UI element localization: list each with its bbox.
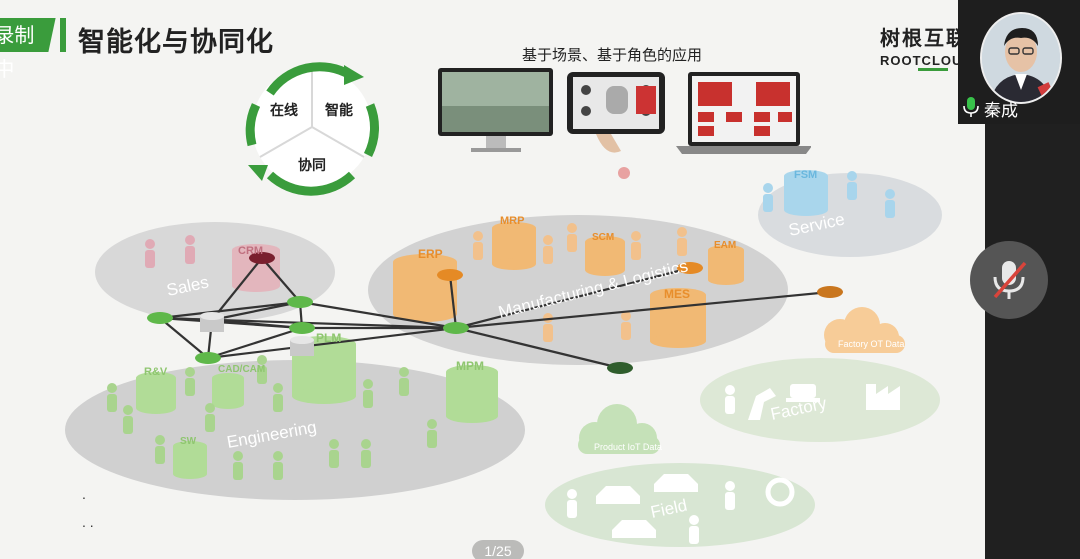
cycle-online-label: 在线	[270, 103, 298, 119]
mes-label: MES	[664, 287, 690, 301]
scm-label: SCM	[592, 232, 614, 243]
participant-avatar	[980, 12, 1062, 104]
cycle-diagram	[245, 62, 379, 196]
participant-name: 秦成	[984, 101, 1018, 121]
factory-ot-cloud-icon	[824, 307, 905, 353]
erp-database-icon	[393, 254, 457, 322]
fsm-label: FSM	[794, 169, 817, 181]
dot-marker: . .	[82, 514, 94, 530]
slide-title: 智能化与协同化	[78, 27, 274, 58]
factory-ot-label: Factory OT Data	[838, 339, 904, 349]
network-nodes	[147, 252, 843, 374]
sales-node-2	[287, 296, 313, 308]
plm-label: PLM	[316, 331, 341, 345]
product-iot-label: Product IoT Data	[594, 442, 662, 452]
eam-label: EAM	[714, 240, 736, 251]
logo-chinese: 树根互联	[880, 26, 968, 50]
hub-node	[443, 322, 469, 334]
laptop-icon	[676, 72, 811, 154]
rv-database-icon	[136, 372, 176, 414]
grey-db-node-1	[200, 312, 224, 332]
sw-label: SW	[180, 436, 197, 447]
mrp-database-icon	[492, 222, 536, 270]
mes-node	[677, 262, 703, 274]
network-diagram: CRM ERP MRP SCM EAM MES PLM MPM R&V CAD/…	[65, 169, 942, 547]
recording-badge-text: 录制中	[0, 23, 35, 81]
sw-database-icon	[173, 441, 207, 479]
logo-underline	[918, 68, 948, 71]
erp-node	[437, 269, 463, 281]
tablet-icon	[567, 72, 665, 153]
crm-node	[249, 252, 275, 264]
scenario-label: 基于场景、基于角色的应用	[522, 46, 703, 64]
fsm-database-icon	[784, 170, 828, 216]
engineering-people-icons	[107, 355, 437, 480]
rv-label: R&V	[144, 366, 168, 378]
erp-label: ERP	[418, 247, 443, 261]
factory-icons	[725, 384, 900, 420]
crm-label: CRM	[238, 245, 263, 257]
mes-database-icon	[650, 288, 706, 348]
mrp-label: MRP	[500, 215, 524, 227]
logo-english: ROOTCLOUD	[880, 53, 973, 68]
dot-marker: .	[82, 486, 86, 502]
product-iot-cloud-icon	[578, 404, 660, 454]
scm-database-icon	[585, 236, 625, 276]
plm-node	[289, 322, 315, 334]
sales-node-1	[147, 312, 173, 324]
eam-database-icon	[708, 245, 744, 285]
presentation-slide: 录制中 智能化与协同化 树根互联 ROOTCLOUD 基于场景、基于角色的应用 …	[0, 0, 985, 559]
mpm-label: MPM	[456, 359, 484, 373]
cadcam-database-icon	[212, 373, 244, 409]
service-people-icons	[763, 171, 895, 218]
recording-badge: 录制中	[0, 18, 56, 81]
title-accent-bar	[60, 18, 66, 52]
manufacturing-people-icons	[473, 223, 687, 342]
monitor-icon	[438, 68, 553, 152]
mouse-cursor-icon	[618, 167, 630, 179]
field-node	[607, 362, 633, 374]
mute-button[interactable]	[970, 241, 1048, 319]
cycle-collab-label: 协同	[298, 158, 326, 174]
mpm-database-icon	[446, 365, 498, 423]
field-ellipse	[545, 463, 815, 547]
field-icons	[567, 474, 795, 544]
grey-db-node-2	[290, 336, 314, 356]
company-logo: 树根互联 ROOTCLOUD	[880, 22, 973, 71]
cycle-smart-label: 智能	[325, 103, 353, 119]
devices-illustration	[438, 68, 811, 154]
cadcam-label: CAD/CAM	[218, 364, 265, 375]
page-indicator[interactable]: 1/25	[472, 540, 524, 559]
ot-node	[817, 286, 843, 298]
mic-muted-icon	[993, 261, 1027, 299]
cad-node	[195, 352, 221, 364]
sales-people-icons	[145, 235, 195, 268]
microphone-icon	[963, 97, 979, 117]
